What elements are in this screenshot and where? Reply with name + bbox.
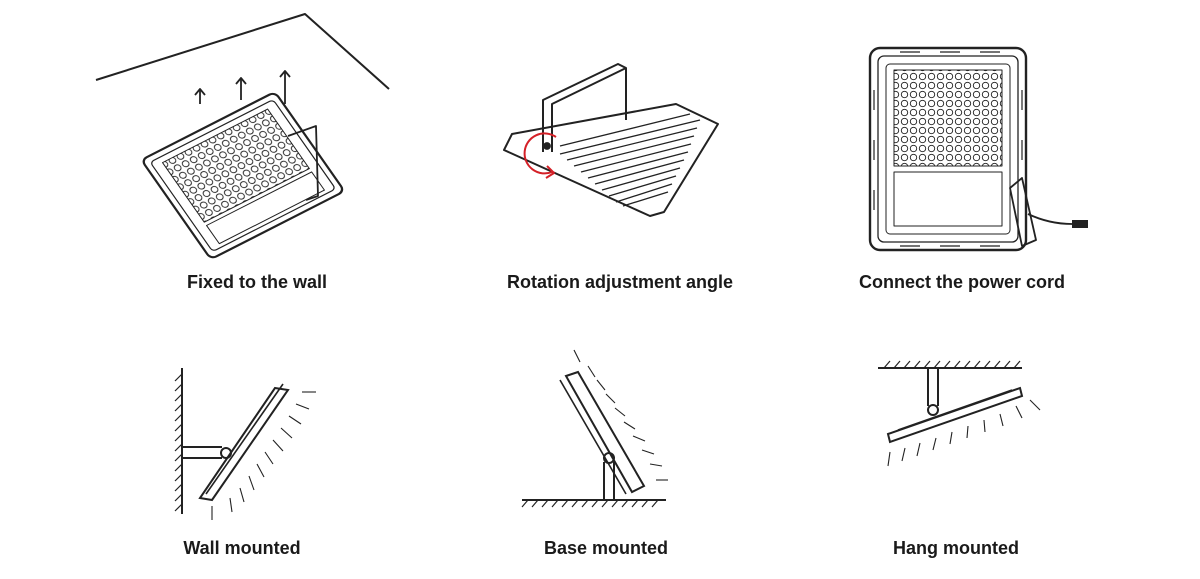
wall-mounted-illustration (174, 368, 316, 520)
base-mounted-illustration (521, 349, 668, 508)
ceiling-hatch (883, 360, 1021, 369)
u-bracket (542, 63, 627, 152)
ground-hatch (521, 499, 659, 508)
fixed-to-wall-illustration (95, 13, 390, 259)
power-cord-illustration (868, 46, 1088, 252)
kickstand (1009, 177, 1037, 247)
wall-arm (182, 446, 222, 459)
floodlight-housing (503, 103, 719, 217)
floodlight-panel (142, 92, 344, 259)
floodlight-side (198, 386, 290, 502)
cooling-fins (559, 113, 701, 207)
floodlight-side (886, 386, 1024, 444)
light-ray-icon (211, 391, 316, 520)
caption-fixed-to-wall: Fixed to the wall (186, 272, 328, 292)
light-ray-icon (887, 399, 1041, 467)
hang-mounted-illustration (878, 360, 1041, 467)
light-ray-icon (573, 349, 668, 481)
hang-arm (927, 368, 939, 406)
rotation-arrow-icon (523, 132, 557, 179)
pivot-bolt (927, 404, 939, 416)
frame-notches (873, 51, 1023, 247)
power-cable (1027, 213, 1073, 225)
floodlight-side (564, 370, 646, 494)
caption-connect-power-cord: Connect the power cord (858, 272, 1065, 292)
led-dot-icon (161, 108, 310, 223)
caption-base-mounted: Base mounted (543, 538, 669, 558)
arrow-up-icon (194, 70, 291, 104)
caption-rotation-adjustment: Rotation adjustment angle (506, 272, 733, 292)
rotation-adjustment-illustration (503, 63, 719, 217)
base-stand (603, 462, 615, 500)
power-plug-icon (1072, 220, 1088, 228)
lens-window (893, 171, 1003, 227)
sensor-window (206, 171, 325, 245)
pivot-bolt (543, 142, 551, 150)
wall-hatch (174, 373, 183, 512)
caption-wall-mounted: Wall mounted (183, 538, 301, 558)
caption-hang-mounted: Hang mounted (893, 538, 1019, 558)
wall-outline (95, 13, 390, 90)
led-dot-icon (893, 69, 1003, 167)
